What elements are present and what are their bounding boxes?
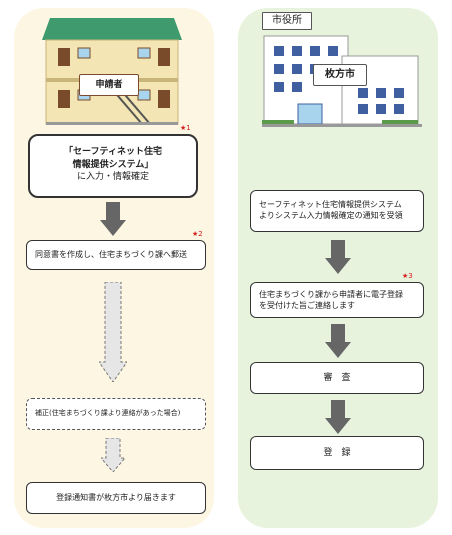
arrow-down-1 <box>100 202 126 236</box>
step-title-line2: 情報提供システム」 <box>72 159 154 170</box>
apartment-illustration <box>42 18 182 125</box>
city-step-contact-line2: を受付けた旨ご連絡します <box>259 301 355 311</box>
step-star-2: ★2 <box>192 230 203 238</box>
city-step-receive-line1: セーフティネット住宅情報提供システム <box>259 200 402 209</box>
arrow-down-4 <box>325 400 351 434</box>
applicant-step-consent: 同意書を作成し、住宅まちづくり課へ郵送 <box>26 240 206 270</box>
step-star-3: ★3 <box>402 272 413 280</box>
city-name-label: 枚方市 <box>313 64 367 86</box>
applicant-step-input: 「セーフティネット住宅 情報提供システム」 に入力・情報確定 <box>28 134 198 198</box>
city-hall-sign: 市役所 <box>262 12 312 30</box>
city-step-review: 審 査 <box>250 362 424 394</box>
city-step-contact: 住宅まちづくり課から申請者に電子登録 を受付けた旨ご連絡します <box>250 282 424 318</box>
city-step-register: 登 録 <box>250 436 424 470</box>
applicant-label: 申請者 <box>79 74 139 96</box>
city-step-contact-line1: 住宅まちづくり課から申請者に電子登録 <box>259 290 403 299</box>
arrow-down-2 <box>325 240 351 274</box>
step-title-line1: 「セーフティネット住宅 <box>64 147 162 157</box>
arrow-down-dashed-1 <box>99 282 127 382</box>
arrow-down-dashed-2 <box>101 438 125 472</box>
city-step-receive-line2: よりシステム入力情報確定の通知を受領 <box>259 211 403 221</box>
arrow-down-3 <box>325 324 351 358</box>
applicant-step-notice: 登録通知書が枚方市より届きます <box>26 482 206 514</box>
city-step-receive: セーフティネット住宅情報提供システム よりシステム入力情報確定の通知を受領 <box>250 190 424 232</box>
city-hall-illustration <box>262 35 422 127</box>
applicant-step-correction: 補正(住宅まちづくり課より連絡があった場合) <box>26 398 206 430</box>
step-input-line: に入力・情報確定 <box>76 172 149 183</box>
step-star-1: ★1 <box>180 124 191 132</box>
